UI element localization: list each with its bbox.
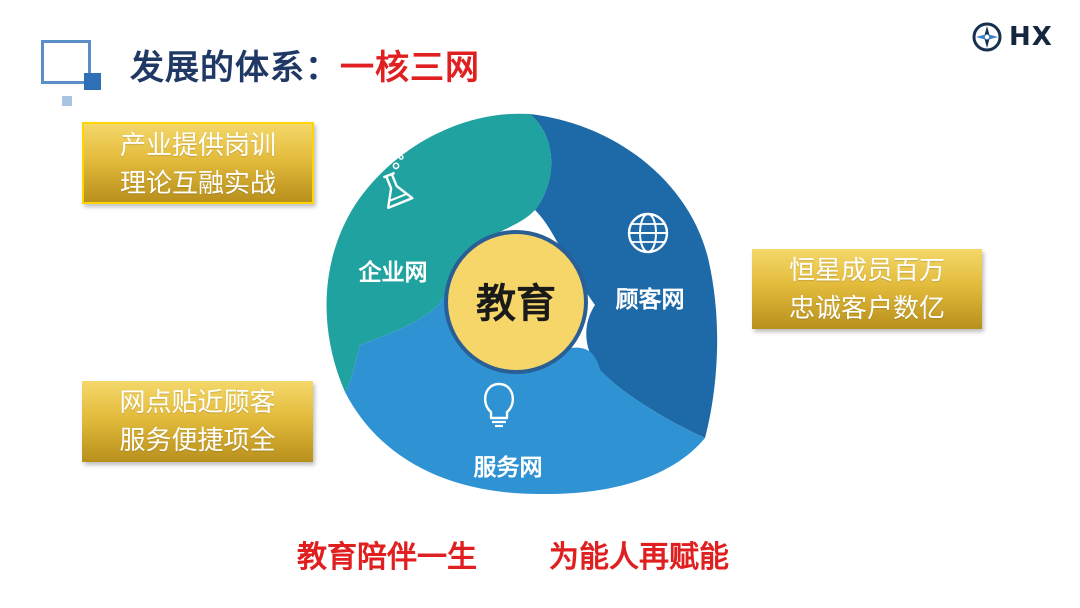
feature-box-enterprise: 产业提供岗训 理论互融实战 xyxy=(82,122,314,204)
decor-square-small xyxy=(62,96,72,106)
page-title: 发展的体系：一核三网 xyxy=(130,40,480,89)
globe-icon xyxy=(627,212,669,254)
feature-box-line: 产业提供岗训 xyxy=(119,131,276,161)
slogan-right: 为能人再赋能 xyxy=(549,540,729,575)
center-circle xyxy=(444,230,588,374)
segment-customer-network xyxy=(530,114,718,438)
center-label: 教育 xyxy=(476,281,556,327)
decor-square-large xyxy=(41,40,91,84)
feature-box-line: 网点贴近顾客 xyxy=(119,388,276,418)
segment-label-service: 服务网 xyxy=(474,455,543,481)
feature-box-customer: 恒星成员百万 忠诚客户数亿 xyxy=(752,249,982,329)
logo: HX xyxy=(972,22,1053,52)
slogan-left: 教育陪伴一生 xyxy=(297,540,477,575)
page-title-accent: 一核三网 xyxy=(340,48,480,88)
feature-box-line: 理论互融实战 xyxy=(119,169,276,199)
compass-logo-icon xyxy=(972,22,1002,52)
feature-box-line: 恒星成员百万 xyxy=(788,256,945,286)
segment-enterprise-network xyxy=(326,113,552,392)
logo-text: HX xyxy=(1009,22,1053,52)
lightbulb-icon xyxy=(483,382,515,428)
page-title-main: 发展的体系： xyxy=(130,48,340,88)
segment-label-customer: 顾客网 xyxy=(616,286,685,313)
decor-square-medium xyxy=(84,73,101,90)
feature-box-service: 网点贴近顾客 服务便捷项全 xyxy=(82,381,313,462)
flask-icon xyxy=(382,154,414,210)
feature-box-line: 服务便捷项全 xyxy=(119,426,276,456)
feature-box-line: 忠诚客户数亿 xyxy=(788,294,945,324)
segment-service-network xyxy=(345,290,705,495)
segment-label-enterprise: 企业网 xyxy=(358,259,428,286)
